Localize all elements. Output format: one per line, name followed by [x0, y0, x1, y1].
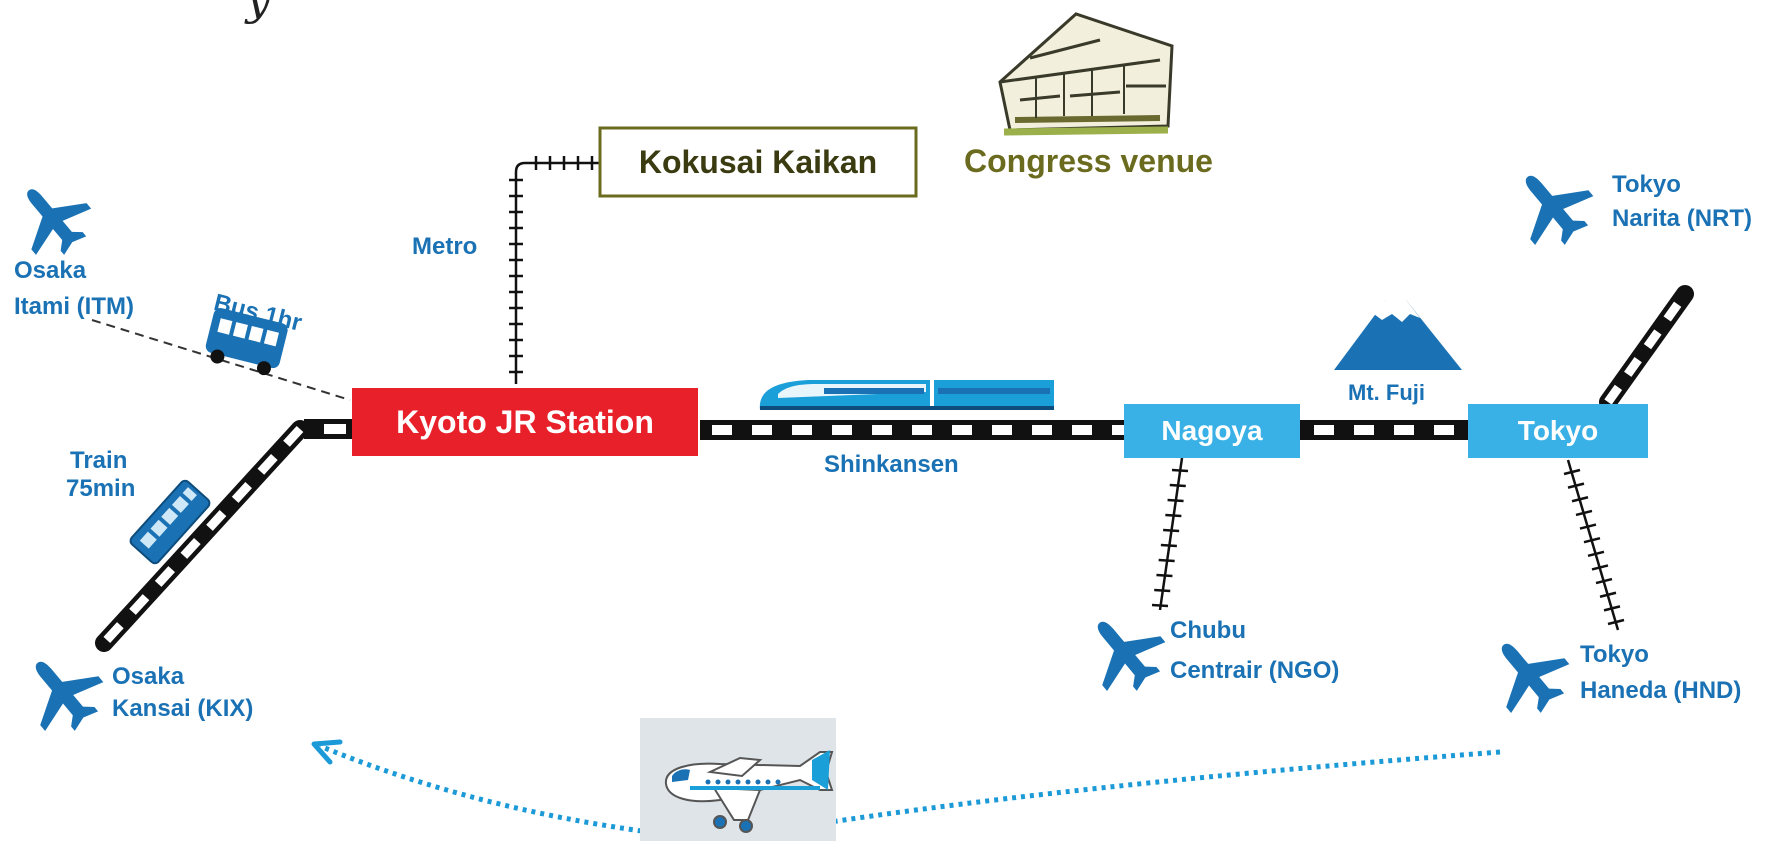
chubu-tick [1171, 468, 1189, 473]
chubu-tick [1158, 558, 1175, 563]
haneda-tick [1575, 509, 1593, 517]
haneda-tick [1583, 536, 1601, 544]
airport-narita-line1: Tokyo [1612, 171, 1681, 198]
kokusai-kaikan-box [598, 126, 918, 198]
haneda-tick [1571, 496, 1589, 503]
plane-icon-kansai [8, 638, 116, 746]
rail-tie [792, 425, 812, 435]
metro-label: Metro [412, 233, 478, 260]
airport-chubu-line2: Centrair (NGO) [1170, 657, 1340, 684]
train-icon [129, 479, 211, 565]
congress-venue-label: Congress venue [964, 143, 1213, 179]
rail-tie [912, 425, 932, 435]
airport-haneda-line1: Tokyo [1580, 641, 1649, 668]
station-kyoto-label: Kyoto JR Station [396, 403, 654, 440]
chubu-tick [1167, 498, 1184, 503]
haneda-tick [1591, 564, 1609, 571]
shinkansen-icon [759, 380, 1054, 410]
bus-icon [205, 308, 288, 376]
shinkansen-line [700, 420, 1470, 440]
chubu-tick [1160, 543, 1177, 548]
airport-haneda-line2: Haneda (HND) [1580, 677, 1742, 704]
station-nagoya[interactable]: Nagoya [1124, 404, 1300, 458]
train-label-line1: Train [70, 447, 128, 474]
rail-tie [832, 425, 852, 435]
chubu-tick [1156, 573, 1173, 578]
rail-tie [1434, 425, 1454, 435]
plane-icon-narita [1498, 152, 1606, 260]
rail-tie [712, 425, 732, 435]
plane-icon-itami [1, 167, 103, 269]
haneda-tick [1599, 591, 1617, 598]
airport-narita-line2: Narita (NRT) [1612, 205, 1753, 232]
rail-tie [1112, 425, 1132, 435]
haneda-tick [1587, 550, 1605, 558]
airport-kansai-line1: Osaka [112, 663, 185, 690]
partial-heading: y [246, 0, 271, 25]
rail-tie [752, 425, 772, 435]
chubu-tick [1154, 588, 1171, 593]
rail-tie [1314, 425, 1334, 435]
flight-route [319, 743, 1501, 841]
mt-fuji-label: Mt. Fuji [1348, 380, 1425, 405]
train-label-line2: 75min [66, 475, 136, 502]
rail-tie [1354, 425, 1374, 435]
rail-tie [992, 425, 1012, 435]
haneda-tick [1579, 523, 1597, 530]
narita-rail-line [1599, 285, 1694, 411]
rail-tie [1032, 425, 1052, 435]
haneda-tick [1607, 618, 1625, 626]
congress-building-icon [998, 12, 1174, 136]
station-nagoya-label: Nagoya [1161, 415, 1263, 446]
kansai-rail-line [95, 419, 352, 652]
haneda-line [1563, 459, 1625, 631]
kokusai-kaikan-label: Kokusai Kaikan [638, 144, 878, 180]
chubu-tick [1169, 483, 1186, 488]
shinkansen-label: Shinkansen [824, 451, 959, 478]
mt-fuji-icon [1334, 300, 1462, 370]
airport-itami-line2: Itami (ITM) [14, 293, 134, 320]
airport-kansai-line2: Kansai (KIX) [112, 695, 254, 722]
chubu-line [1151, 457, 1189, 611]
rail-tie [1072, 425, 1092, 435]
rail-tie [1394, 425, 1414, 435]
haneda-tick [1595, 577, 1613, 585]
airport-chubu-line1: Chubu [1170, 617, 1246, 644]
station-kyoto[interactable]: Kyoto JR Station [352, 388, 698, 456]
chubu-tick [1151, 603, 1169, 608]
airport-itami-line1: Osaka [14, 257, 87, 284]
chubu-tick [1165, 513, 1182, 518]
haneda-tick [1567, 482, 1585, 489]
chubu-tick [1163, 528, 1180, 533]
haneda-tick [1563, 468, 1581, 476]
plane-icon-haneda [1474, 620, 1582, 728]
plane-icon-chubu [1070, 598, 1178, 706]
station-tokyo-label: Tokyo [1517, 415, 1599, 446]
airplane-illustration [640, 718, 836, 841]
rail-tie [952, 425, 972, 435]
flight-arrow-head [311, 739, 343, 765]
metro-line [509, 156, 600, 384]
haneda-tick [1603, 605, 1621, 612]
rail-tie [872, 425, 892, 435]
station-tokyo[interactable]: Tokyo [1468, 404, 1648, 458]
